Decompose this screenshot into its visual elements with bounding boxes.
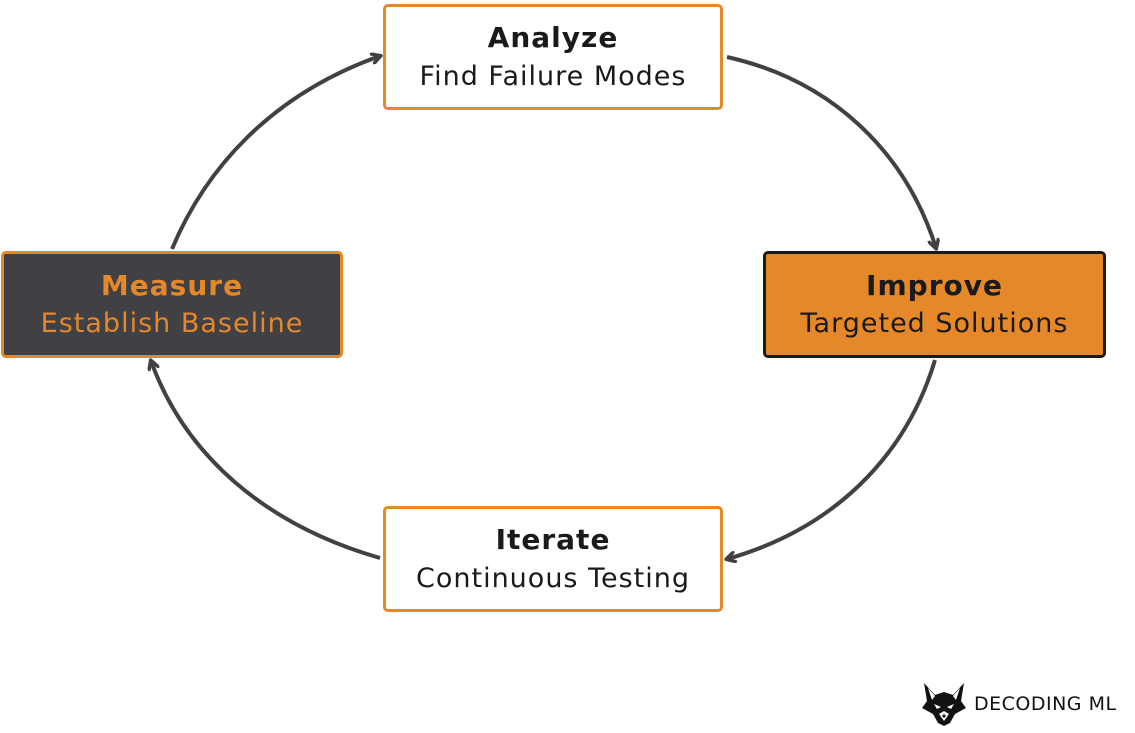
node-analyze: Analyze Find Failure Modes: [383, 4, 723, 110]
brand-text: DECODING ML: [974, 693, 1117, 715]
node-measure: Measure Establish Baseline: [1, 251, 343, 358]
node-analyze-title: Analyze: [487, 21, 619, 54]
node-iterate-subtitle: Continuous Testing: [416, 562, 690, 594]
arrow-improve-to-iterate: [727, 359, 937, 559]
node-measure-subtitle: Establish Baseline: [40, 308, 304, 340]
node-improve: Improve Targeted Solutions: [763, 251, 1106, 358]
node-measure-title: Measure: [100, 268, 244, 302]
node-iterate: Iterate Continuous Testing: [383, 506, 723, 612]
fox-head-icon: [922, 683, 966, 726]
node-iterate-title: Iterate: [495, 523, 611, 556]
node-improve-subtitle: Targeted Solutions: [800, 308, 1069, 340]
arrow-iterate-to-measure: [151, 361, 381, 560]
node-improve-title: Improve: [866, 268, 1003, 302]
arrow-measure-to-analyze: [170, 56, 380, 250]
brand-logo: DECODING ML: [920, 680, 1117, 728]
arrow-analyze-to-improve: [726, 55, 936, 248]
node-analyze-subtitle: Find Failure Modes: [419, 60, 687, 92]
